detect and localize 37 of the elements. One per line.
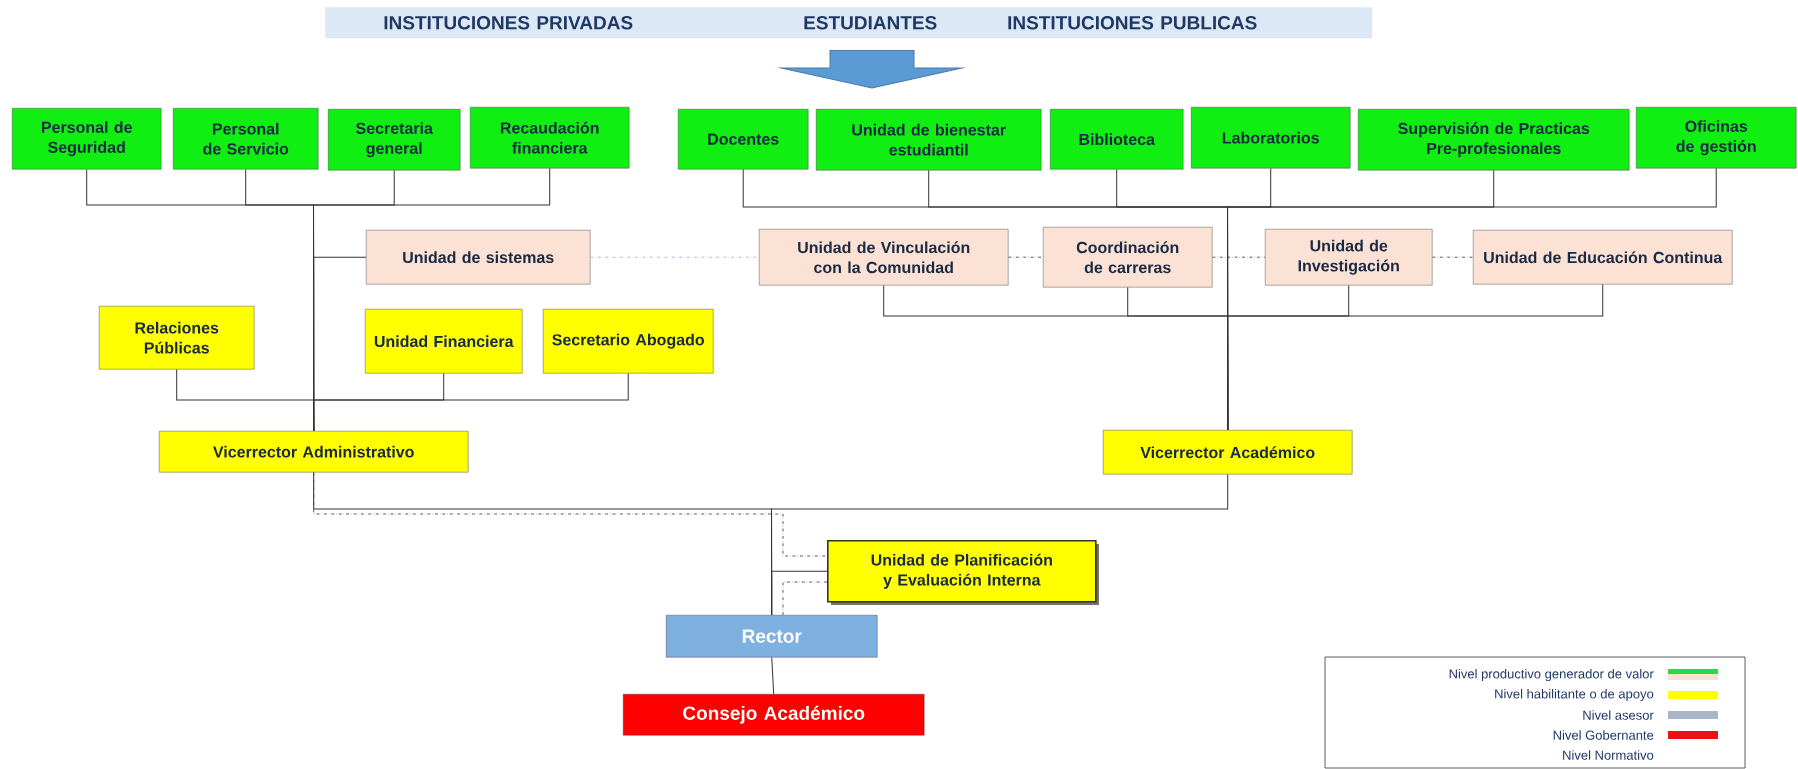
org-unit-box: Laboratorios [1191, 107, 1351, 169]
org-unit-box: Unidad de bienestar estudiantil [816, 109, 1042, 171]
org-unit-box: Oficinas de gestión [1636, 107, 1797, 169]
legend-label: Nivel productivo generador de valor [1449, 668, 1654, 682]
org-unit-box: Secretario Abogado [543, 309, 714, 374]
org-unit-box: Unidad de Investigación [1265, 229, 1433, 286]
connector-line [1227, 283, 1604, 431]
connector-line [771, 656, 775, 695]
org-unit-box: Recaudación financiera [470, 107, 630, 169]
org-unit-box: Biblioteca [1050, 109, 1184, 170]
org-unit-box: Consejo Académico [623, 694, 925, 736]
org-unit-box: Unidad Financiera [365, 309, 523, 374]
org-unit-box: Docentes [678, 109, 809, 170]
header-band: INSTITUCIONES PRIVADAS ESTUDIANTES INSTITUCIONES PUBLICAS [325, 7, 1373, 39]
org-unit-box: Relaciones Públicas [99, 306, 255, 370]
org-unit-box: Unidad de Vinculación con la Comunidad [759, 229, 1009, 286]
connector-line [313, 372, 629, 432]
org-unit-box: Personal de Seguridad [12, 108, 162, 170]
legend-label: Nivel Gobernante [1553, 730, 1654, 740]
legend-label: Nivel Normativo [1563, 750, 1654, 760]
legend-label: Nivel asesor [1583, 710, 1654, 720]
connector-line [1212, 256, 1266, 258]
org-unit-box: Unidad de Planificación y Evaluación Interna [827, 540, 1097, 603]
org-unit-box: Personal de Servicio [173, 108, 319, 170]
connector-line [1008, 256, 1044, 258]
connector-line [782, 581, 828, 616]
org-unit-box: Vicerrector Administrativo [159, 431, 469, 473]
legend-label: Nivel habilitante o de apoyo [1495, 688, 1654, 702]
org-unit-box: Vicerrector Académico [1103, 430, 1353, 475]
org-unit-box: Rector [666, 615, 878, 658]
connector-line [1432, 256, 1474, 258]
org-unit-box: Coordinación de carreras [1043, 227, 1213, 288]
org-unit-box: Unidad de sistemas [366, 230, 591, 285]
org-unit-box: Secretaria general [328, 109, 461, 171]
connector-line [771, 570, 828, 616]
org-unit-box: Supervisión de Practicas Pre-profesionales [1358, 109, 1630, 171]
org-unit-box: Unidad de Educación Continua [1473, 230, 1733, 285]
